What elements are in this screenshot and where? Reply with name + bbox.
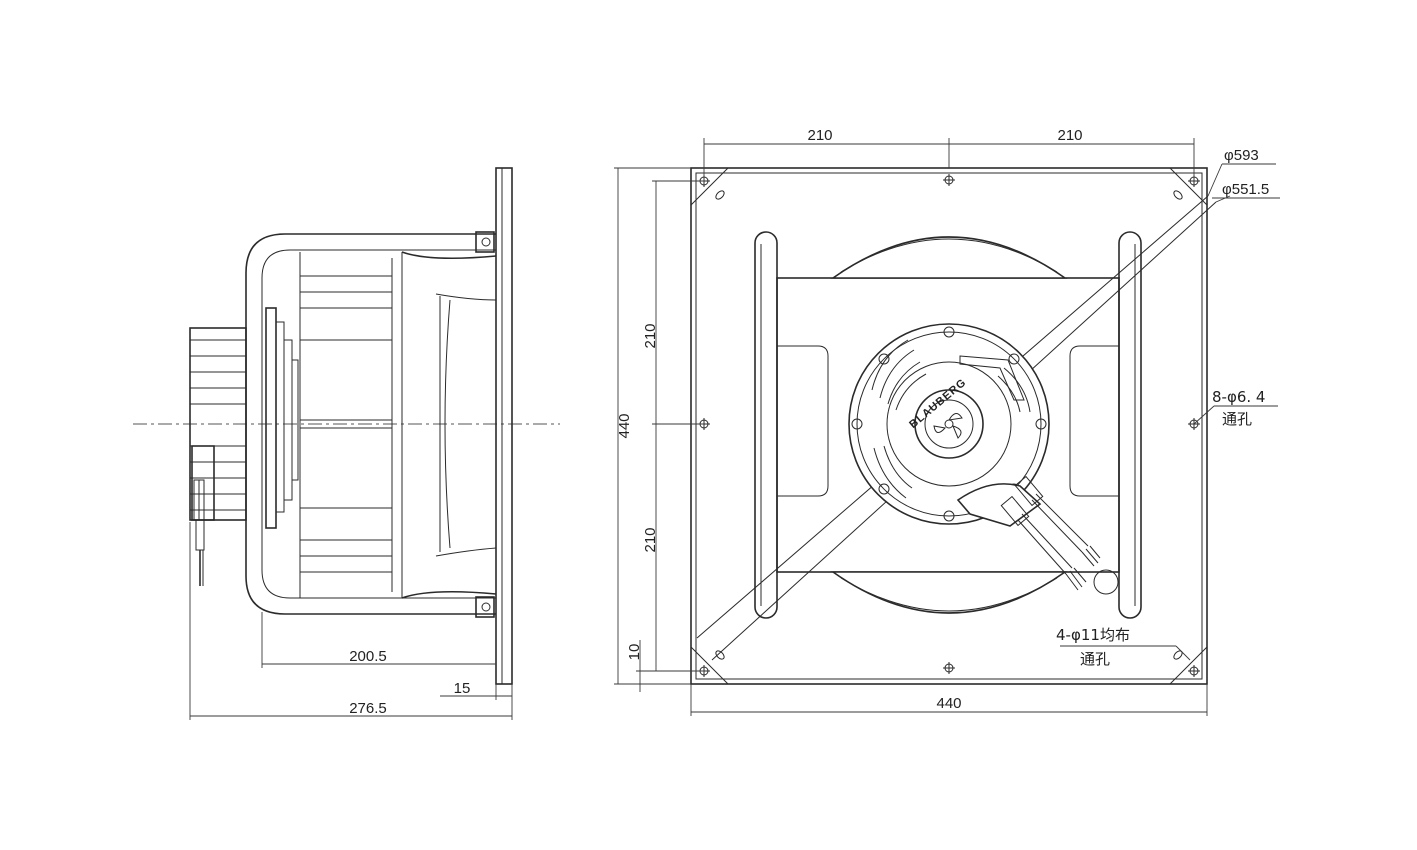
side-frame-inner bbox=[261, 249, 496, 599]
dim-top-right: 210 bbox=[1057, 127, 1082, 144]
side-view: 200.5 15 276.5 bbox=[133, 167, 560, 720]
dim-left-lower: 210 bbox=[642, 527, 659, 552]
dim-left-bottom: 10 bbox=[626, 644, 643, 661]
side-bracket-top bbox=[475, 231, 495, 253]
side-bracket-bottom bbox=[475, 596, 495, 618]
frame-rail-left bbox=[754, 231, 778, 619]
dim-side-depth: 200.5 bbox=[349, 648, 387, 665]
front-view: BLAUBERG 210 210 φ593 φ551.5 210 440 bbox=[614, 127, 1280, 716]
side-motor-fins bbox=[189, 327, 247, 521]
dim-diam-inner: φ551.5 bbox=[1222, 181, 1269, 198]
note-small-holes: 8-φ6. 4 bbox=[1212, 388, 1265, 406]
dim-left-total: 440 bbox=[616, 413, 633, 438]
dim-top-left: 210 bbox=[807, 127, 832, 144]
dim-left-upper: 210 bbox=[642, 323, 659, 348]
note-large-holes-through: 通孔 bbox=[1080, 650, 1110, 668]
side-flange-plate bbox=[495, 167, 513, 685]
dim-bottom-width: 440 bbox=[936, 695, 961, 712]
terminal-box bbox=[956, 483, 1042, 527]
note-large-holes: 4-φ11均布 bbox=[1056, 626, 1130, 644]
dim-side-flange: 15 bbox=[454, 680, 471, 697]
dim-side-total: 276.5 bbox=[349, 700, 387, 717]
dim-diam-outer: φ593 bbox=[1224, 147, 1259, 164]
frame-rail-right bbox=[1118, 231, 1142, 619]
note-small-holes-through: 通孔 bbox=[1222, 410, 1252, 428]
